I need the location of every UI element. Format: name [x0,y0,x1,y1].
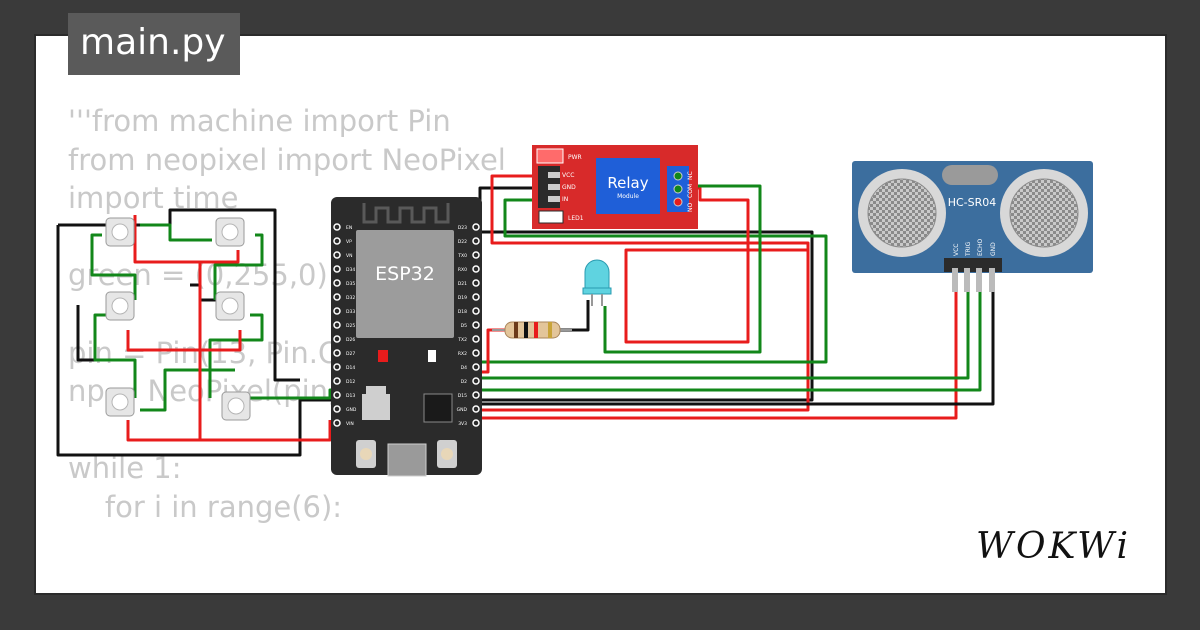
pin-label: D4 [461,365,467,371]
pin-label: TX0 [457,253,467,259]
esp32-left-pin-labels: EN VP VN D34 D35 D32 D33 D25 D26 D27 D14… [346,225,357,427]
pin-label: VIN [346,421,354,427]
esp32-left-pins [333,223,341,427]
sensor-pin-label: GND [990,242,997,256]
wire-green [478,275,970,380]
esp32-right-pins [472,223,480,427]
pin-label: D25 [346,323,355,329]
wire-green [208,313,264,398]
code-line: '''from machine import Pin [68,104,451,138]
wokwi-logo: WOKWi [976,526,1132,567]
wire-red [126,420,200,442]
pin-label: D14 [346,365,355,371]
wire-red [200,250,240,264]
relay-led-label: PWR [568,154,582,161]
neopixel-group [105,217,251,421]
wire-red [478,328,505,374]
code-line: while 1: [68,451,182,486]
file-tab-label: main.py [80,22,226,63]
pin-label: GND [346,407,357,413]
pin-label: D27 [346,351,355,357]
pin-label: GND [457,407,468,413]
usb-port [387,443,427,477]
relay-pin-label: VCC [562,172,574,179]
relay-title: Relay [607,174,648,192]
wire-black [56,225,338,457]
wire-black [478,275,995,406]
wire-green [140,223,212,242]
pin-label: D18 [458,309,467,315]
relay-subtitle: Module [617,193,639,200]
sensor-label: HC-SR04 [948,196,997,209]
pin-label: D13 [346,393,355,399]
pin-label: D26 [346,337,355,343]
sensor-pin-label: VCC [953,244,960,256]
sensor-pin-label: ECHO [977,239,984,256]
pin-label: D12 [346,379,355,385]
pwr-led [536,148,564,164]
esp32-label: ESP32 [375,263,435,285]
relay-terminal-label: COM [687,184,694,198]
pin-label: TX2 [457,337,467,343]
pin-label: RX0 [458,267,467,273]
pin-label: D21 [458,281,467,287]
wire-green [213,233,264,300]
relay-pin-label: IN [562,196,568,203]
pin-label: RX2 [458,351,467,357]
wire-green [478,275,982,392]
wire-green [140,368,235,412]
wire-green [93,313,137,398]
wire-red [478,174,810,412]
sensor-pin-label: TRIG [965,241,972,257]
file-tab[interactable]: main.py [68,13,240,75]
code-line: from neopixel import NeoPixel [68,142,506,177]
wire-green [250,388,340,400]
wire-black [76,305,108,362]
pin-label: D22 [458,239,467,245]
pin-label: D33 [346,309,355,315]
relay-led-label: LED1 [568,215,584,222]
pin-label: D15 [458,393,467,399]
esp32-board[interactable]: ESP32 EN VP VN D34 D35 D32 D33 D25 D26 D… [331,197,482,477]
relay-pin-label: GND [562,184,576,191]
led[interactable] [582,259,612,306]
wire-green [478,198,828,364]
pin-label: 3V3 [458,421,467,427]
resistor[interactable] [492,321,572,339]
code-preview: '''from machine import Pin from neopixel… [68,102,506,527]
led1 [538,210,564,224]
esp32-right-pin-labels: D23 D22 TX0 RX0 D21 D19 D18 D5 TX2 RX2 D… [457,225,468,427]
pin-label: D5 [461,323,467,329]
pin-label: D35 [346,281,355,287]
pin-label: D2 [461,379,467,385]
pin-label: VN [346,253,352,259]
pin-label: D19 [458,295,467,301]
relay-terminal-label: NO [687,203,694,212]
wire-red [478,275,958,420]
code-line: for i in range(6): [68,489,343,524]
relay-terminal-label: NC [687,171,694,180]
pin-label: EN [346,225,352,231]
pin-label: D32 [346,295,355,301]
pin-label: VP [346,239,352,245]
pin-label: D34 [346,267,355,273]
wire-black [560,300,590,332]
wire-green [90,233,137,300]
relay-module[interactable]: PWR VCC GND IN LED1 Relay Module NO COM … [532,145,698,229]
wire-red [624,186,808,344]
code-line: import time [68,181,239,216]
hc-sr04-sensor[interactable]: HC-SR04 VCC TRIG ECHO GND [852,161,1093,292]
wire-red [126,330,242,352]
pin-label: D23 [458,225,467,231]
